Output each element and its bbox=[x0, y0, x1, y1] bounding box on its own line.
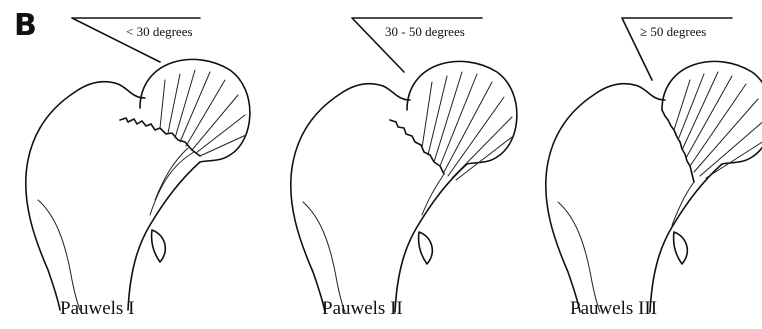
angle-label-pauwels-2: 30 - 50 degrees bbox=[385, 24, 465, 40]
type-label-pauwels-2: Pauwels II bbox=[322, 298, 403, 320]
trabecular-lines bbox=[672, 72, 762, 225]
femoral-head-outline bbox=[662, 61, 762, 164]
angle-label-pauwels-1: < 30 degrees bbox=[126, 24, 193, 40]
type-label-pauwels-3: Pauwels III bbox=[570, 298, 657, 320]
inner-cortex bbox=[558, 202, 600, 312]
type-label-pauwels-1: Pauwels I bbox=[60, 298, 134, 320]
lesser-trochanter bbox=[674, 232, 688, 264]
angle-label-pauwels-3: ≥ 50 degrees bbox=[640, 24, 706, 40]
fracture-line bbox=[662, 110, 694, 182]
femur-outline bbox=[546, 84, 722, 312]
